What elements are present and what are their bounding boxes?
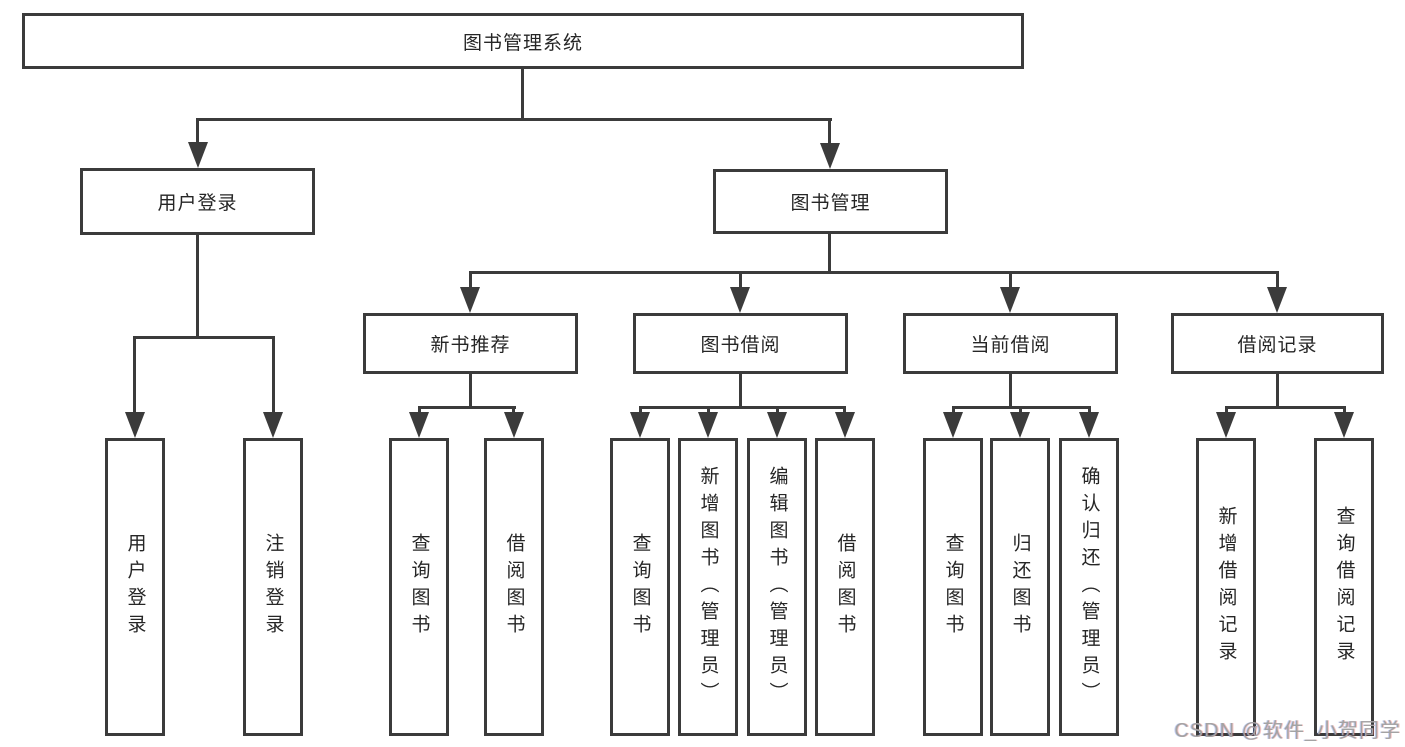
connector-line <box>1009 374 1012 408</box>
node-root: 图书管理系统 <box>22 13 1024 69</box>
connector-line <box>418 406 516 409</box>
leaf-return-book-label: 归还图书 <box>1009 533 1031 641</box>
arrow-down-icon <box>630 412 650 438</box>
arrow-down-icon <box>1079 412 1099 438</box>
arrow-down-icon <box>1216 412 1236 438</box>
leaf-logout: 注销登录 <box>243 438 303 736</box>
connector-line <box>196 235 199 338</box>
connector-line <box>1276 374 1279 408</box>
connector-line <box>828 234 831 274</box>
connector-line <box>952 406 955 416</box>
leaf-borrow-books-borrow: 借阅图书 <box>815 438 875 736</box>
leaf-borrow-books-recommend-label: 借阅图书 <box>503 533 525 641</box>
connector-line <box>843 406 846 416</box>
arrow-down-icon <box>730 287 750 313</box>
leaf-query-books-recommend: 查询图书 <box>389 438 449 736</box>
arrow-down-icon <box>943 412 963 438</box>
arrow-down-icon <box>1334 412 1354 438</box>
node-book-borrow: 图书借阅 <box>633 313 848 374</box>
leaf-add-borrow-record: 新增借阅记录 <box>1196 438 1256 736</box>
csdn-watermark: CSDN @软件_小贺同学 <box>1174 720 1401 742</box>
node-root-label: 图书管理系统 <box>462 32 583 54</box>
connector-line <box>512 406 515 416</box>
leaf-logout-label: 注销登录 <box>262 533 284 641</box>
connector-line <box>418 406 421 416</box>
node-current-borrow-label: 当前借阅 <box>970 335 1051 356</box>
leaf-query-books-current: 查询图书 <box>923 438 983 736</box>
node-user-login-label: 用户登录 <box>157 193 238 214</box>
connector-line <box>776 406 779 416</box>
connector-line <box>196 118 832 121</box>
connector-line <box>469 271 472 291</box>
connector-line <box>639 406 846 409</box>
node-book-borrow-label: 图书借阅 <box>700 335 781 356</box>
node-borrow-records-label: 借阅记录 <box>1237 335 1318 356</box>
node-book-management-label: 图书管理 <box>790 193 871 214</box>
node-new-book-recommend: 新书推荐 <box>363 313 578 374</box>
arrow-down-icon <box>263 412 283 438</box>
leaf-query-borrow-record-label: 查询借阅记录 <box>1333 506 1355 668</box>
arrow-down-icon <box>409 412 429 438</box>
connector-line <box>639 406 642 416</box>
leaf-confirm-return-admin-label: 确认归还（管理员） <box>1078 465 1100 709</box>
leaf-borrow-books-borrow-label: 借阅图书 <box>834 533 856 641</box>
node-borrow-records: 借阅记录 <box>1171 313 1384 374</box>
leaf-user-login: 用户登录 <box>105 438 165 736</box>
connector-line <box>1343 406 1346 416</box>
leaf-add-borrow-record-label: 新增借阅记录 <box>1215 506 1237 668</box>
leaf-user-login-label: 用户登录 <box>124 533 146 641</box>
arrow-down-icon <box>1000 287 1020 313</box>
node-book-management: 图书管理 <box>713 169 948 234</box>
connector-line <box>133 336 136 416</box>
connector-line <box>1019 406 1022 416</box>
leaf-query-books-recommend-label: 查询图书 <box>408 533 430 641</box>
leaf-query-books-borrow: 查询图书 <box>610 438 670 736</box>
leaf-confirm-return-admin: 确认归还（管理员） <box>1059 438 1119 736</box>
connector-line <box>1009 271 1012 291</box>
arrow-down-icon <box>820 143 840 169</box>
connector-line <box>1225 406 1346 409</box>
arrow-down-icon <box>698 412 718 438</box>
leaf-borrow-books-recommend: 借阅图书 <box>484 438 544 736</box>
leaf-query-books-current-label: 查询图书 <box>942 533 964 641</box>
connector-line <box>828 118 831 148</box>
leaf-add-book-admin-label: 新增图书（管理员） <box>697 465 719 709</box>
arrow-down-icon <box>125 412 145 438</box>
node-user-login: 用户登录 <box>80 168 315 235</box>
connector-line <box>521 69 524 119</box>
connector-line <box>469 374 472 408</box>
arrow-down-icon <box>188 142 208 168</box>
node-new-book-recommend-label: 新书推荐 <box>430 335 511 356</box>
connector-line <box>1225 406 1228 416</box>
connector-line <box>739 271 742 291</box>
leaf-add-book-admin: 新增图书（管理员） <box>678 438 738 736</box>
leaf-query-borrow-record: 查询借阅记录 <box>1314 438 1374 736</box>
connector-line <box>469 271 1279 274</box>
connector-line <box>196 118 199 148</box>
leaf-query-books-borrow-label: 查询图书 <box>629 533 651 641</box>
arrow-down-icon <box>1010 412 1030 438</box>
arrow-down-icon <box>504 412 524 438</box>
leaf-edit-book-admin: 编辑图书（管理员） <box>747 438 807 736</box>
leaf-edit-book-admin-label: 编辑图书（管理员） <box>766 465 788 709</box>
connector-line <box>707 406 710 416</box>
arrow-down-icon <box>1267 287 1287 313</box>
arrow-down-icon <box>835 412 855 438</box>
connector-line <box>133 336 275 339</box>
arrow-down-icon <box>460 287 480 313</box>
connector-line <box>1088 406 1091 416</box>
connector-line <box>272 336 275 416</box>
connector-line <box>739 374 742 408</box>
connector-line <box>1276 271 1279 291</box>
node-current-borrow: 当前借阅 <box>903 313 1118 374</box>
arrow-down-icon <box>767 412 787 438</box>
leaf-return-book: 归还图书 <box>990 438 1050 736</box>
